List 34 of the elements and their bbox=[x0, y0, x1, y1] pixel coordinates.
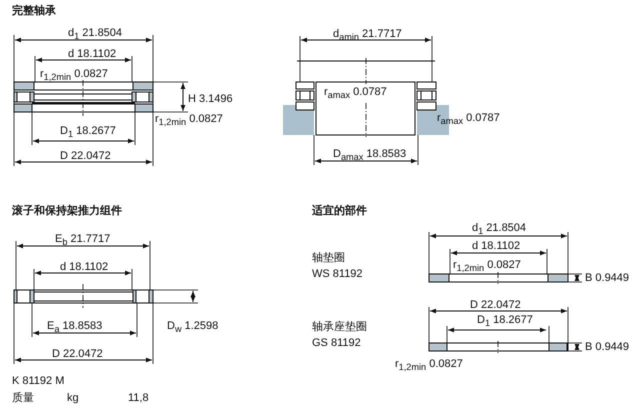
dimension-label: E$_{a}$ 18.8583 bbox=[47, 320, 102, 335]
unit-label: kg bbox=[67, 392, 79, 405]
dimension-label: D$_{1}$ 18.2677 bbox=[477, 314, 533, 329]
dimension-label: d 18.1102 bbox=[60, 261, 108, 274]
dimension-label: H 3.1496 bbox=[188, 93, 233, 106]
section-heading: 滚子和保持架推力组件 bbox=[12, 205, 122, 218]
part-designation: GS 81192 bbox=[312, 337, 361, 350]
dimension-label: r$_{1,2min}$ 0.0827 bbox=[40, 68, 108, 83]
dimension-label: d 18.1102 bbox=[472, 240, 520, 253]
dimension-label: r$_{amax}$ 0.0787 bbox=[324, 86, 387, 101]
section-heading: 适宜的部件 bbox=[312, 205, 367, 218]
dimension-label: D 22.0472 bbox=[60, 150, 111, 163]
dimension-label: D 22.0472 bbox=[470, 299, 521, 312]
dimension-label: B 0.9449 bbox=[585, 341, 630, 354]
dimension-label: D$_{w}$ 1.2598 bbox=[167, 320, 218, 335]
dimension-label: d$_{1}$ 21.8504 bbox=[472, 222, 526, 237]
dimension-label: D 22.0472 bbox=[52, 348, 103, 361]
dimension-label: r$_{amax}$ 0.0787 bbox=[437, 112, 500, 127]
dimension-label: d 18.1102 bbox=[68, 48, 116, 61]
section-heading: 完整轴承 bbox=[12, 5, 56, 18]
dimension-label: D$_{amax}$ 18.8583 bbox=[333, 148, 406, 163]
dimension-label: D$_{1}$ 18.2677 bbox=[60, 125, 116, 140]
dimension-label: E$_{b}$ 21.7717 bbox=[55, 233, 110, 248]
dimension-label: r$_{1,2min}$ 0.0827 bbox=[453, 259, 521, 274]
mass-value: 11,8 bbox=[128, 392, 149, 405]
dimension-label: r$_{1,2min}$ 0.0827 bbox=[155, 113, 223, 128]
dimension-label: r$_{1,2min}$ 0.0827 bbox=[395, 358, 463, 373]
part-name: 轴承座垫圈 bbox=[312, 321, 367, 334]
dimension-label: d$_{1}$ 21.8504 bbox=[68, 27, 122, 42]
part-name: 轴垫圈 bbox=[312, 252, 345, 265]
mass-label: 质量 bbox=[12, 392, 34, 405]
dimension-label: B 0.9449 bbox=[585, 272, 630, 285]
part-designation: K 81192 M bbox=[12, 375, 64, 388]
part-designation: WS 81192 bbox=[312, 268, 363, 281]
